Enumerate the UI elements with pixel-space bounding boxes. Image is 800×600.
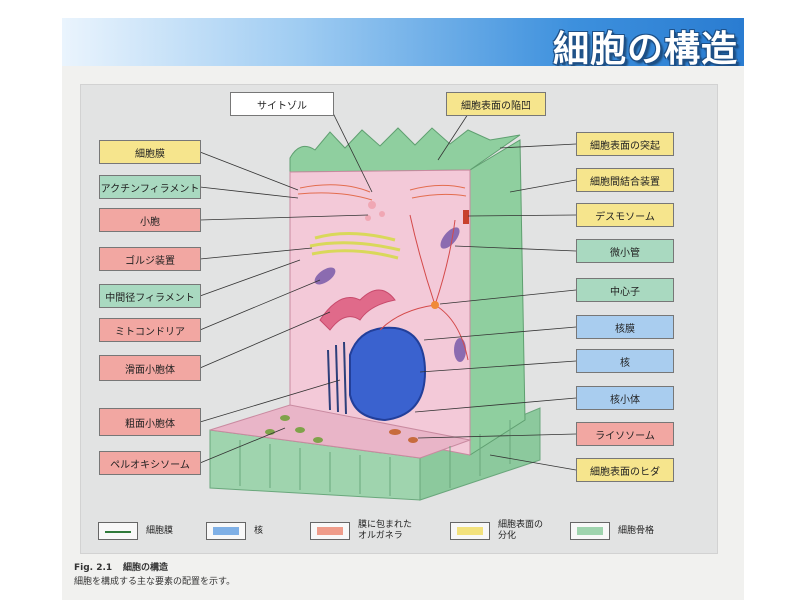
centrosome-shape — [431, 301, 439, 309]
label-cytosol: サイトゾル — [230, 92, 334, 116]
label-intermediate-filament: 中間径フィラメント — [99, 284, 201, 308]
label-golgi: ゴルジ装置 — [99, 247, 201, 271]
smooth-er-shape — [319, 289, 396, 331]
mitochondrion-3 — [454, 338, 466, 362]
mitochondrion-2 — [440, 227, 460, 249]
legend-swatch-specialization — [450, 522, 490, 540]
legend-swatch-cytoskeleton — [570, 522, 610, 540]
label-cell-membrane: 細胞膜 — [99, 140, 201, 164]
label-nuclear-envelope: 核膜 — [576, 315, 674, 339]
nucleus-shape — [349, 326, 427, 422]
label-rough-er: 粗面小胞体 — [99, 408, 201, 436]
title-banner: 細胞の構造 — [62, 18, 744, 70]
label-vesicle: 小胞 — [99, 208, 201, 232]
caption-fig-number: Fig. 2.1 — [74, 563, 113, 573]
caption-subtitle: 細胞を構成する主な要素の配置を示す。 — [74, 577, 236, 587]
label-lysosome: ライソソーム — [576, 422, 674, 446]
label-nucleolus: 核小体 — [576, 386, 674, 410]
label-smooth-er: 滑面小胞体 — [99, 355, 201, 381]
legend-cytoskeleton: 細胞骨格 — [618, 526, 655, 536]
label-nucleus: 核 — [576, 349, 674, 373]
label-surface-fold: 細胞表面のヒダ — [576, 458, 674, 482]
legend-specialization-line1: 細胞表面の — [498, 520, 544, 530]
legend-swatch-nucleus — [206, 522, 246, 540]
label-microtubule: 微小管 — [576, 239, 674, 263]
label-centrosome: 中心子 — [576, 278, 674, 302]
legend-organelle-line1: 膜に包まれた — [358, 520, 413, 530]
label-junction: 細胞間結合装置 — [576, 168, 674, 192]
label-actin-filament: アクチンフィラメント — [99, 175, 201, 199]
label-surface-pit: 細胞表面の陥凹 — [446, 92, 546, 116]
slide-title: 細胞の構造 — [552, 29, 738, 70]
label-surface-protrusion: 細胞表面の突起 — [576, 132, 674, 156]
legend-organelle-line2: オルガネラ — [358, 531, 403, 541]
legend-nucleus: 核 — [254, 526, 264, 536]
legend-membrane: 細胞膜 — [146, 526, 174, 536]
cell-top-edge — [289, 127, 521, 173]
figure-caption: Fig. 2.1 細胞の構造 — [74, 560, 168, 573]
legend-swatch-membrane — [98, 522, 138, 540]
label-mitochondria: ミトコンドリア — [99, 318, 201, 342]
legend-specialization-line2: 分化 — [498, 531, 517, 541]
caption-title: 細胞の構造 — [123, 563, 169, 573]
label-desmosome: デスモソーム — [576, 203, 674, 227]
cell-floor — [209, 404, 472, 459]
cell-side-wall — [469, 139, 526, 456]
legend-swatch-organelle — [310, 522, 350, 540]
label-peroxisome: ペルオキシソーム — [99, 451, 201, 475]
